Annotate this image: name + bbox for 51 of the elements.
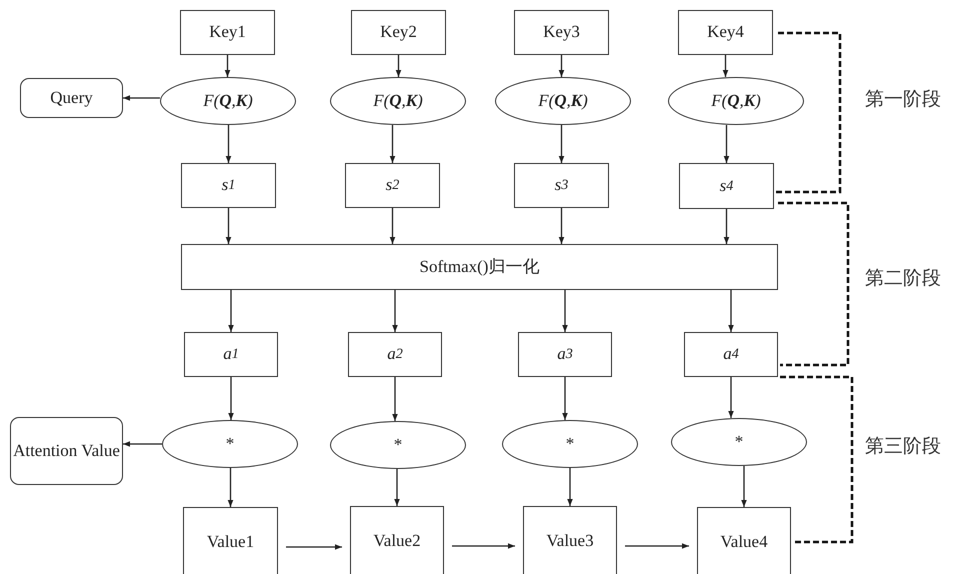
arrow: [392, 377, 398, 421]
ellipse-node: F(Q,K): [330, 77, 466, 125]
arrow: [567, 468, 573, 506]
arrow: [228, 377, 234, 420]
arrow: [396, 55, 402, 77]
process-box: Value3: [523, 506, 617, 574]
rounded-box: Query: [20, 78, 123, 118]
arrow: [394, 469, 400, 506]
arrow: [741, 466, 747, 507]
arrow: [226, 208, 232, 244]
arrow: [724, 125, 730, 163]
process-box: Key4: [678, 10, 773, 55]
arrow: [228, 468, 234, 507]
process-box: Value1: [183, 507, 278, 574]
stage-label: 第一阶段: [865, 88, 941, 112]
arrow: [123, 441, 162, 447]
ellipse-node: *: [502, 420, 638, 468]
arrow: [224, 55, 230, 77]
arrow: [390, 208, 396, 244]
arrow: [452, 543, 515, 549]
arrow: [123, 95, 160, 101]
ellipse-node: F(Q,K): [668, 77, 804, 125]
arrow: [562, 377, 568, 420]
process-box: Value4: [697, 507, 791, 574]
arrow: [558, 55, 564, 77]
arrow: [558, 208, 564, 244]
ellipse-node: *: [671, 418, 807, 466]
arrow: [625, 543, 689, 549]
ellipse-node: F(Q,K): [160, 77, 296, 125]
arrow: [390, 125, 396, 163]
arrow: [728, 377, 734, 418]
rounded-box: Attention Value: [10, 417, 123, 485]
stage-label: 第二阶段: [865, 267, 941, 291]
ellipse-node: F(Q,K): [495, 77, 631, 125]
arrow: [722, 55, 728, 77]
arrow: [286, 544, 342, 550]
arrow: [558, 125, 564, 163]
ellipse-node: *: [330, 421, 466, 469]
stage-label: 第三阶段: [865, 435, 941, 459]
arrow: [562, 290, 568, 332]
process-box: Key1: [180, 10, 275, 55]
arrow: [228, 290, 234, 332]
process-box: Value2: [350, 506, 444, 574]
ellipse-node: *: [162, 420, 298, 468]
process-box: Softmax()归一化: [181, 244, 778, 290]
arrow: [728, 290, 734, 332]
arrow: [392, 290, 398, 332]
arrow: [226, 125, 232, 163]
process-box: Key3: [514, 10, 609, 55]
process-box: Key2: [351, 10, 446, 55]
arrow: [724, 209, 730, 244]
